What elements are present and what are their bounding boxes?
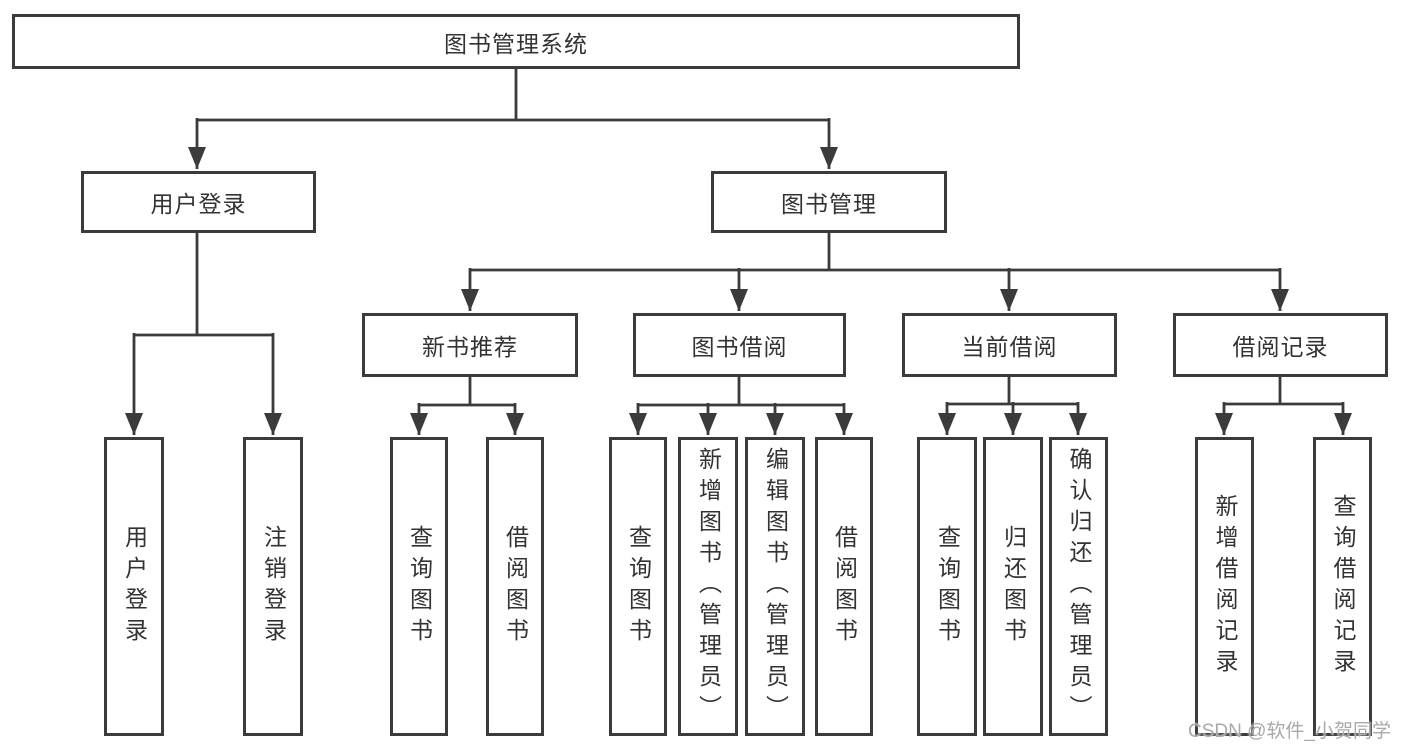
node-book-management: 图书管理	[711, 171, 947, 233]
node-leaf-query-books-3: 查询图书	[917, 437, 977, 736]
connector-root-to-level1	[188, 69, 838, 169]
connector-user-login-children	[125, 233, 282, 435]
node-leaf-query-books-2: 查询图书	[609, 437, 667, 736]
node-leaf-add-books-admin: 新增图书（管理员）	[678, 437, 738, 736]
connector-book-management-children	[461, 233, 1289, 311]
node-leaf-user-login: 用户登录	[104, 437, 164, 736]
leaf-label: 借阅图书	[502, 524, 529, 649]
leaf-label: 借阅图书	[831, 524, 858, 649]
node-leaf-query-borrow-record: 查询借阅记录	[1313, 437, 1372, 736]
leaf-label: 编辑图书（管理员）	[762, 447, 789, 726]
connector-book-borrowing-children	[629, 377, 853, 435]
leaf-label: 注销登录	[260, 524, 287, 649]
node-leaf-edit-books-admin: 编辑图书（管理员）	[745, 437, 805, 736]
leaf-label: 新增图书（管理员）	[695, 447, 722, 726]
node-leaf-add-borrow-record: 新增借阅记录	[1195, 437, 1254, 736]
node-leaf-confirm-return-admin: 确认归还（管理员）	[1049, 437, 1108, 736]
connector-new-book-recommend-children	[410, 377, 524, 435]
leaf-label: 查询图书	[934, 524, 961, 649]
connector-current-borrowing-children	[938, 377, 1087, 435]
leaf-label: 新增借阅记录	[1212, 493, 1238, 680]
node-book-borrowing: 图书借阅	[633, 313, 846, 377]
node-borrowing-records: 借阅记录	[1173, 313, 1388, 377]
node-leaf-return-books: 归还图书	[983, 437, 1043, 736]
node-root-library-system: 图书管理系统	[12, 14, 1020, 69]
node-leaf-borrow-books-1: 借阅图书	[486, 437, 544, 736]
node-leaf-logout: 注销登录	[243, 437, 303, 736]
node-leaf-query-books-1: 查询图书	[390, 437, 448, 736]
leaf-label: 用户登录	[121, 524, 148, 649]
node-leaf-borrow-books-2: 借阅图书	[815, 437, 873, 736]
leaf-label: 查询图书	[406, 524, 433, 649]
node-user-login: 用户登录	[81, 171, 316, 233]
node-new-book-recommend: 新书推荐	[362, 313, 578, 377]
node-current-borrowing: 当前借阅	[902, 313, 1117, 377]
connector-borrowing-records-children	[1215, 377, 1352, 435]
leaf-label: 查询图书	[625, 524, 652, 649]
leaf-label: 确认归还（管理员）	[1066, 447, 1092, 726]
leaf-label: 归还图书	[1000, 524, 1027, 649]
csdn-watermark: CSDN @软件_小贺同学	[1188, 721, 1391, 742]
leaf-label: 查询借阅记录	[1330, 493, 1356, 680]
